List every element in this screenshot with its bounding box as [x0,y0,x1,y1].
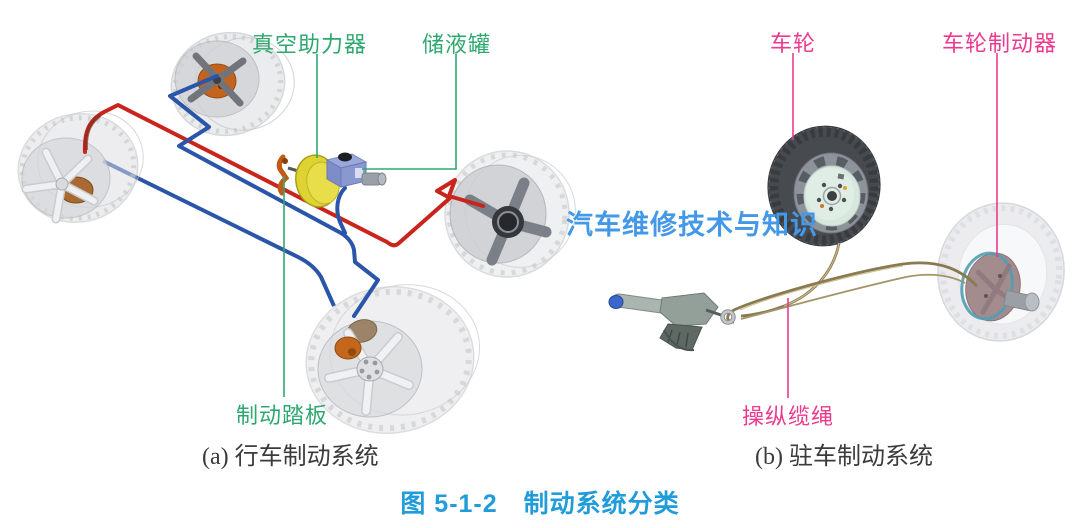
pedal-pivot [282,158,288,164]
label-control-cable: 操纵缆绳 [742,404,835,429]
cable-return-strand [740,273,966,320]
brake-line-blue [168,74,380,318]
watermark-text: 汽车维修技术与知识 [566,210,818,240]
tire-tread [939,205,1063,339]
plate-detail-1 [843,186,847,190]
pink-leader-lines [787,53,998,398]
plate-detail-2 [820,204,824,208]
hub [55,177,69,191]
cable-hook [721,310,735,324]
wheel-rear-right [305,284,481,434]
plate-bolts [816,182,847,212]
cable-to-brake [726,261,978,324]
pedal-arm [276,154,290,196]
tire-tread [446,152,568,276]
wheel-front-left [170,31,295,137]
brake-line-red-shaded [83,113,102,151]
drum-bolt-1 [998,274,1002,278]
release-button [608,295,624,309]
drum-bolt-2 [984,294,988,298]
vacuum-booster-assembly [295,152,387,208]
hub-ring [497,211,519,233]
lever-body [659,292,719,327]
green-leader-lines [283,54,457,397]
label-wheel: 车轮 [770,31,817,56]
hub-shaft-cap [1024,292,1040,312]
label-reservoir: 储液罐 [422,32,492,57]
brake-line-blue-lower [102,159,336,307]
leader-reservoir [362,54,457,170]
reservoir-label-spot [355,168,363,178]
parking-cable [726,242,978,324]
parking-brake-lever [608,292,736,352]
lever-bracket [659,323,703,351]
panel-b-caption: (b) 驻车制动系统 [755,444,933,470]
reservoir-cap [338,152,352,162]
plate-detail-3 [837,173,845,180]
tread-highlight [768,126,880,246]
wheel-front-right [444,150,576,278]
ratchet-arc [663,329,695,352]
spokes [464,177,552,266]
wheel-rear-left [17,110,144,224]
spokes [23,149,97,222]
master-cylinder-cap [377,172,387,186]
hub-ring [822,186,842,206]
label-vacuum-booster: 真空助力器 [252,32,368,57]
label-brake-pedal: 制动踏板 [236,403,329,428]
cable-highlight-1 [783,242,840,307]
hub [827,191,837,201]
caliper-detail [348,348,356,356]
figure-caption: 图 5-1-2 制动系统分类 [400,490,680,518]
label-wheel-brake: 车轮制动器 [942,31,1058,56]
cable-highlight-2 [739,265,904,311]
tire-tread [19,115,137,221]
parking-wheel-brake [937,202,1065,342]
hub-holes [359,359,380,380]
brake-line-blue-branch [335,186,347,235]
panel-a-caption: (a) 行车制动系统 [202,444,379,470]
parking-wheel [767,125,881,247]
brake-caliper [334,336,362,360]
ratchet-teeth [667,329,689,348]
drum-spokes [975,263,1017,315]
